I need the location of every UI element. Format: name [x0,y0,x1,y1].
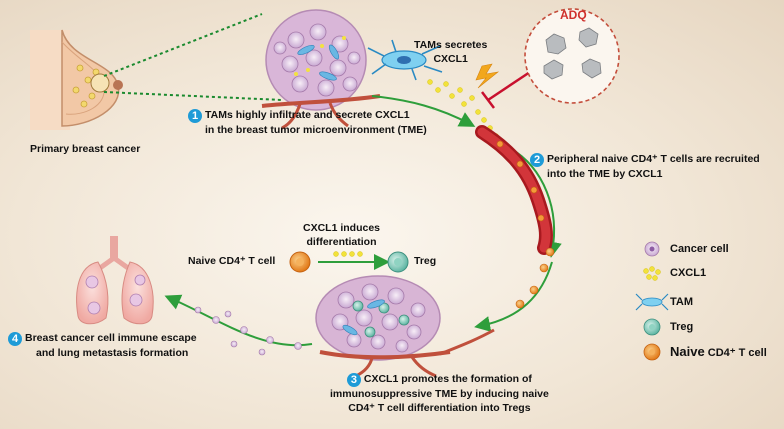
primary-breast-cancer-label: Primary breast cancer [30,143,141,155]
legend-cancer-cell-label: Cancer cell [670,243,729,255]
differentiation-label: CXCL1 induces differentiation [303,221,380,249]
zoom-lines [103,13,283,101]
step3-line1: CXCL1 promotes the formation of [363,373,532,385]
step3-badge: 3 [346,373,361,387]
recruited-naive-cells [515,247,555,309]
lungs-illustration [76,236,154,325]
legend-cxcl1-label: CXCL1 [670,267,707,279]
tams-secretes-line2: CXCL1 [433,53,468,66]
differentiation-line2: differentiation [306,236,377,249]
differentiation-line1: CXCL1 induces [303,222,381,234]
inhibition-line [481,70,531,109]
tams-secretes-label: TAMs secretes CXCL1 [414,38,487,66]
step1-badge: 1 [188,109,202,123]
top-tumor [261,9,381,130]
bottom-tumor [315,275,495,378]
step4-line2: and lung metastasis formation [36,347,189,359]
legend-naive-rest: CD4⁺ T cell [704,347,767,359]
blood-vessel [475,125,553,255]
legend-cxcl1-icon [643,266,661,281]
step2-badge: 2 [530,153,544,167]
naive-to-treg [289,251,409,273]
adq-circle [524,8,620,104]
tams-secretes-line1: TAMs secretes [414,39,488,51]
step4-line1: Breast cancer cell immune escape [25,332,197,344]
step3-line3: CD4⁺ T cell differentiation into Tregs [348,402,531,415]
legend-naive-label: Naive CD4⁺ T cell [670,344,767,359]
step2-line2: into the TME by CXCL1 [547,168,663,180]
treg-label: Treg [414,255,437,267]
legend-naive-bold: Naive [670,344,705,359]
legend-tam-label: TAM [670,296,694,308]
legend-naive-icon [643,343,661,361]
step3-line2: immunosuppressive TME by inducing naive [330,388,549,400]
legend-tam-icon [635,293,669,311]
breast-illustration [30,29,123,130]
legend-treg-label: Treg [670,321,694,333]
naive-cd4-label: Naive CD4⁺ T cell [188,255,276,267]
legend-cancer-cell-icon [644,241,660,257]
legend-icons [635,241,669,361]
step1-line2: in the breast tumor microenvironment (TM… [205,124,427,136]
legend-treg-icon [643,318,661,336]
step4-badge: 4 [8,332,22,346]
step1-line1: TAMs highly infiltrate and secrete CXCL1 [205,109,410,121]
tam-cell-top [367,39,443,81]
adq-label: ADQ [560,8,587,22]
metastasis-cells [194,306,302,356]
step2-line1: Peripheral naive CD4⁺ T cells are recrui… [547,153,760,165]
lightning-icon [475,63,500,89]
